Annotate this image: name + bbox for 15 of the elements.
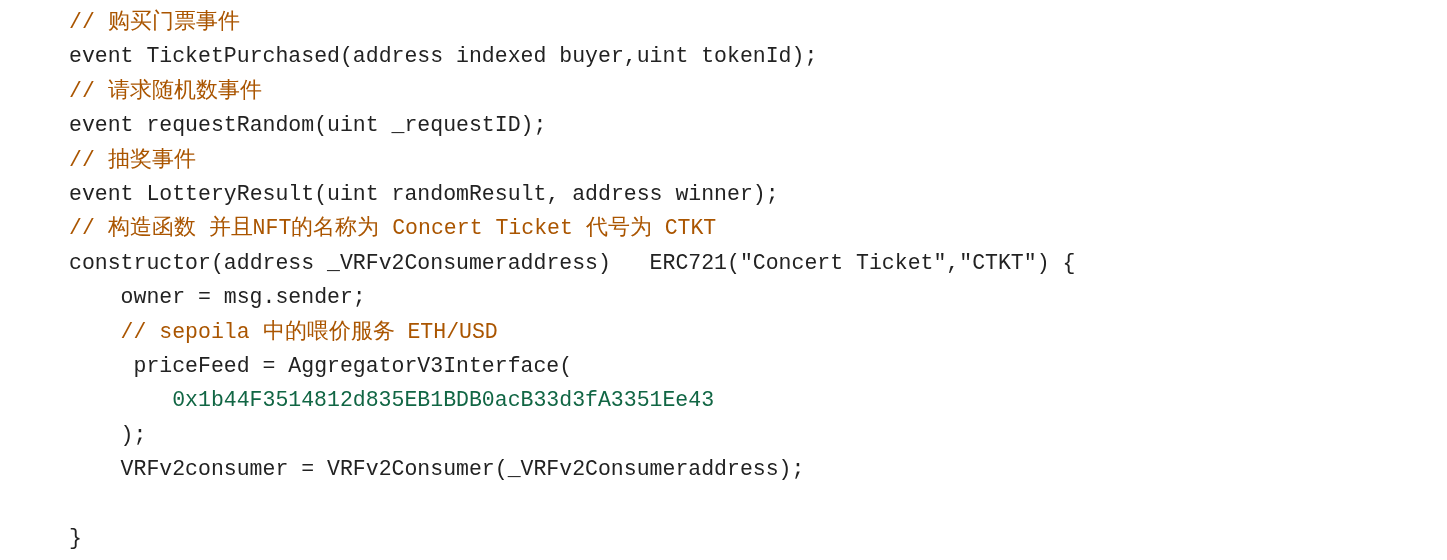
code-comment: // 购买门票事件 (69, 8, 240, 36)
code-line: } (69, 525, 82, 552)
code-line: constructor(address _VRFv2Consumeraddress) ERC721("Concert Ticket","CTKT") { (69, 249, 1076, 277)
code-line: owner = msg.sender; (120, 284, 366, 312)
code-line: event TicketPurchased(address indexed buyer,uint tokenId); (69, 43, 818, 71)
code-comment: // 请求随机数事件 (69, 77, 262, 105)
code-line: ); (120, 421, 147, 449)
code-comment: // sepoila 中的喂价服务 ETH/USD (120, 318, 498, 346)
code-line: VRFv2consumer = VRFv2Consumer(_VRFv2Consumeraddress); (120, 456, 805, 484)
code-comment: // 构造函数 并且NFT的名称为 Concert Ticket 代号为 CTKT (69, 214, 717, 243)
code-line: event requestRandom(uint _requestID); (69, 112, 547, 140)
code-line: priceFeed = AggregatorV3Interface( (133, 353, 573, 380)
code-comment: // 抽奖事件 (69, 146, 196, 174)
code-line: 0x1b44F3514812d835EB1BDB0acB33d3fA3351Ee43 (172, 387, 715, 415)
code-line: event LotteryResult(uint randomResult, address winner); (69, 181, 779, 208)
